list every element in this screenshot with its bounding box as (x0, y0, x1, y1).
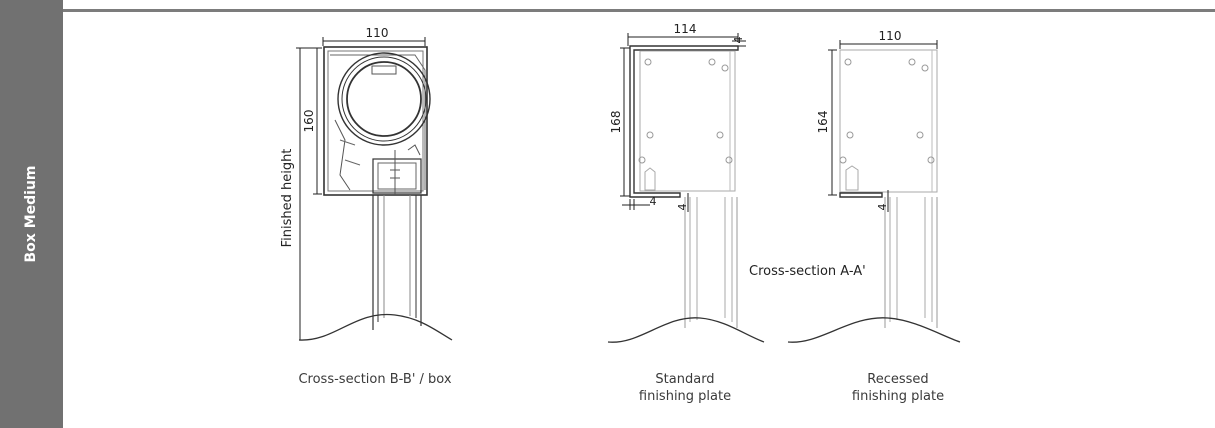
sidebar: Box Medium (0, 0, 63, 428)
standard-height-dim: 168 (609, 111, 623, 134)
standard-caption-line1: Standard (655, 372, 715, 387)
box-caption-text: Cross-section B-B' / box (298, 372, 452, 387)
standard-left-thickness-dim: 4 (650, 195, 657, 208)
recessed-caption-line1: Recessed (867, 372, 929, 387)
standard-plate-drawing (607, 33, 765, 343)
box-cross-section (296, 37, 453, 341)
standard-bottom-thickness-dim: 4 (676, 204, 689, 211)
section-a-label: Cross-section A-A' (749, 264, 866, 279)
recessed-height-dim: 164 (816, 111, 830, 134)
standard-width-dim: 114 (674, 22, 697, 36)
top-rule (63, 9, 1215, 12)
finished-height-label: Finished height (280, 149, 295, 248)
box-caption: Cross-section B-B' / box (250, 371, 500, 388)
recessed-caption: Recessed finishing plate (823, 371, 973, 405)
recessed-plate-drawing (787, 40, 961, 343)
standard-top-thickness-dim: 4 (732, 37, 745, 44)
standard-caption-line2: finishing plate (638, 389, 732, 404)
standard-caption: Standard finishing plate (610, 371, 760, 405)
recessed-caption-line2: finishing plate (851, 389, 945, 404)
recessed-width-dim: 110 (879, 29, 902, 43)
recessed-bottom-thickness-dim: 4 (876, 204, 889, 211)
box-height-dim: 160 (302, 110, 316, 133)
box-width-dim: 110 (366, 26, 389, 40)
